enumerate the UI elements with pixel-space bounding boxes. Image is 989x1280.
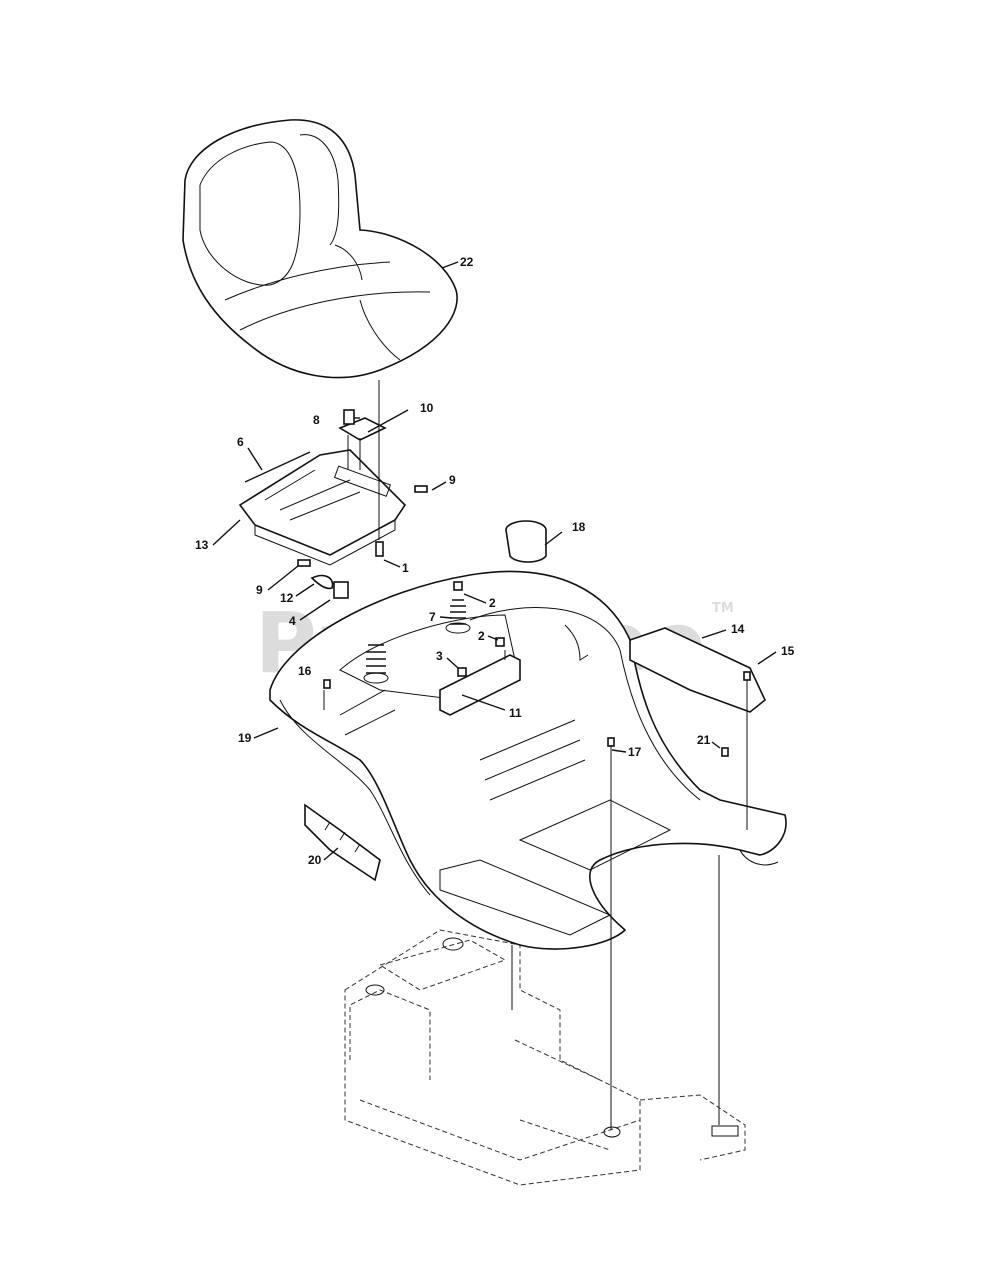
leader-lines <box>212 261 777 861</box>
callout-19: 19 <box>238 731 252 745</box>
callout-17: 17 <box>628 745 642 759</box>
watermark-tm: TM <box>712 601 734 616</box>
callout-14: 14 <box>731 622 745 636</box>
callout-2a: 2 <box>489 596 496 610</box>
callouts: 22 8 10 6 9 13 18 1 9 12 4 2 7 2 3 11 14… <box>195 255 795 867</box>
callout-12: 12 <box>280 591 294 605</box>
hitch-bracket <box>304 803 381 882</box>
callout-11: 11 <box>509 706 522 720</box>
seat <box>182 119 458 379</box>
small-hardware <box>323 581 751 757</box>
callout-2b: 2 <box>478 629 485 643</box>
callout-8: 8 <box>313 413 320 427</box>
callout-9b: 9 <box>256 583 263 597</box>
callout-15: 15 <box>781 644 795 658</box>
callout-7: 7 <box>429 610 436 624</box>
callout-4: 4 <box>289 614 296 628</box>
callout-1: 1 <box>402 561 409 575</box>
seat-pan <box>238 449 407 566</box>
mounting-plate <box>629 627 766 713</box>
callout-6: 6 <box>237 435 244 449</box>
seat-hardware <box>244 380 428 599</box>
callout-18: 18 <box>572 520 586 534</box>
callout-9a: 9 <box>449 473 456 487</box>
fender <box>269 570 787 950</box>
callout-16: 16 <box>298 664 312 678</box>
seat-springs <box>363 599 471 684</box>
assembly-lines <box>323 680 748 1130</box>
callout-20: 20 <box>308 853 322 867</box>
callout-3: 3 <box>436 649 443 663</box>
callout-22: 22 <box>460 255 474 269</box>
callout-13: 13 <box>195 538 209 552</box>
seat-bracket <box>439 650 521 716</box>
tractor-frame-ghost <box>344 929 746 1186</box>
callout-10: 10 <box>420 401 434 415</box>
callout-21: 21 <box>697 733 711 747</box>
